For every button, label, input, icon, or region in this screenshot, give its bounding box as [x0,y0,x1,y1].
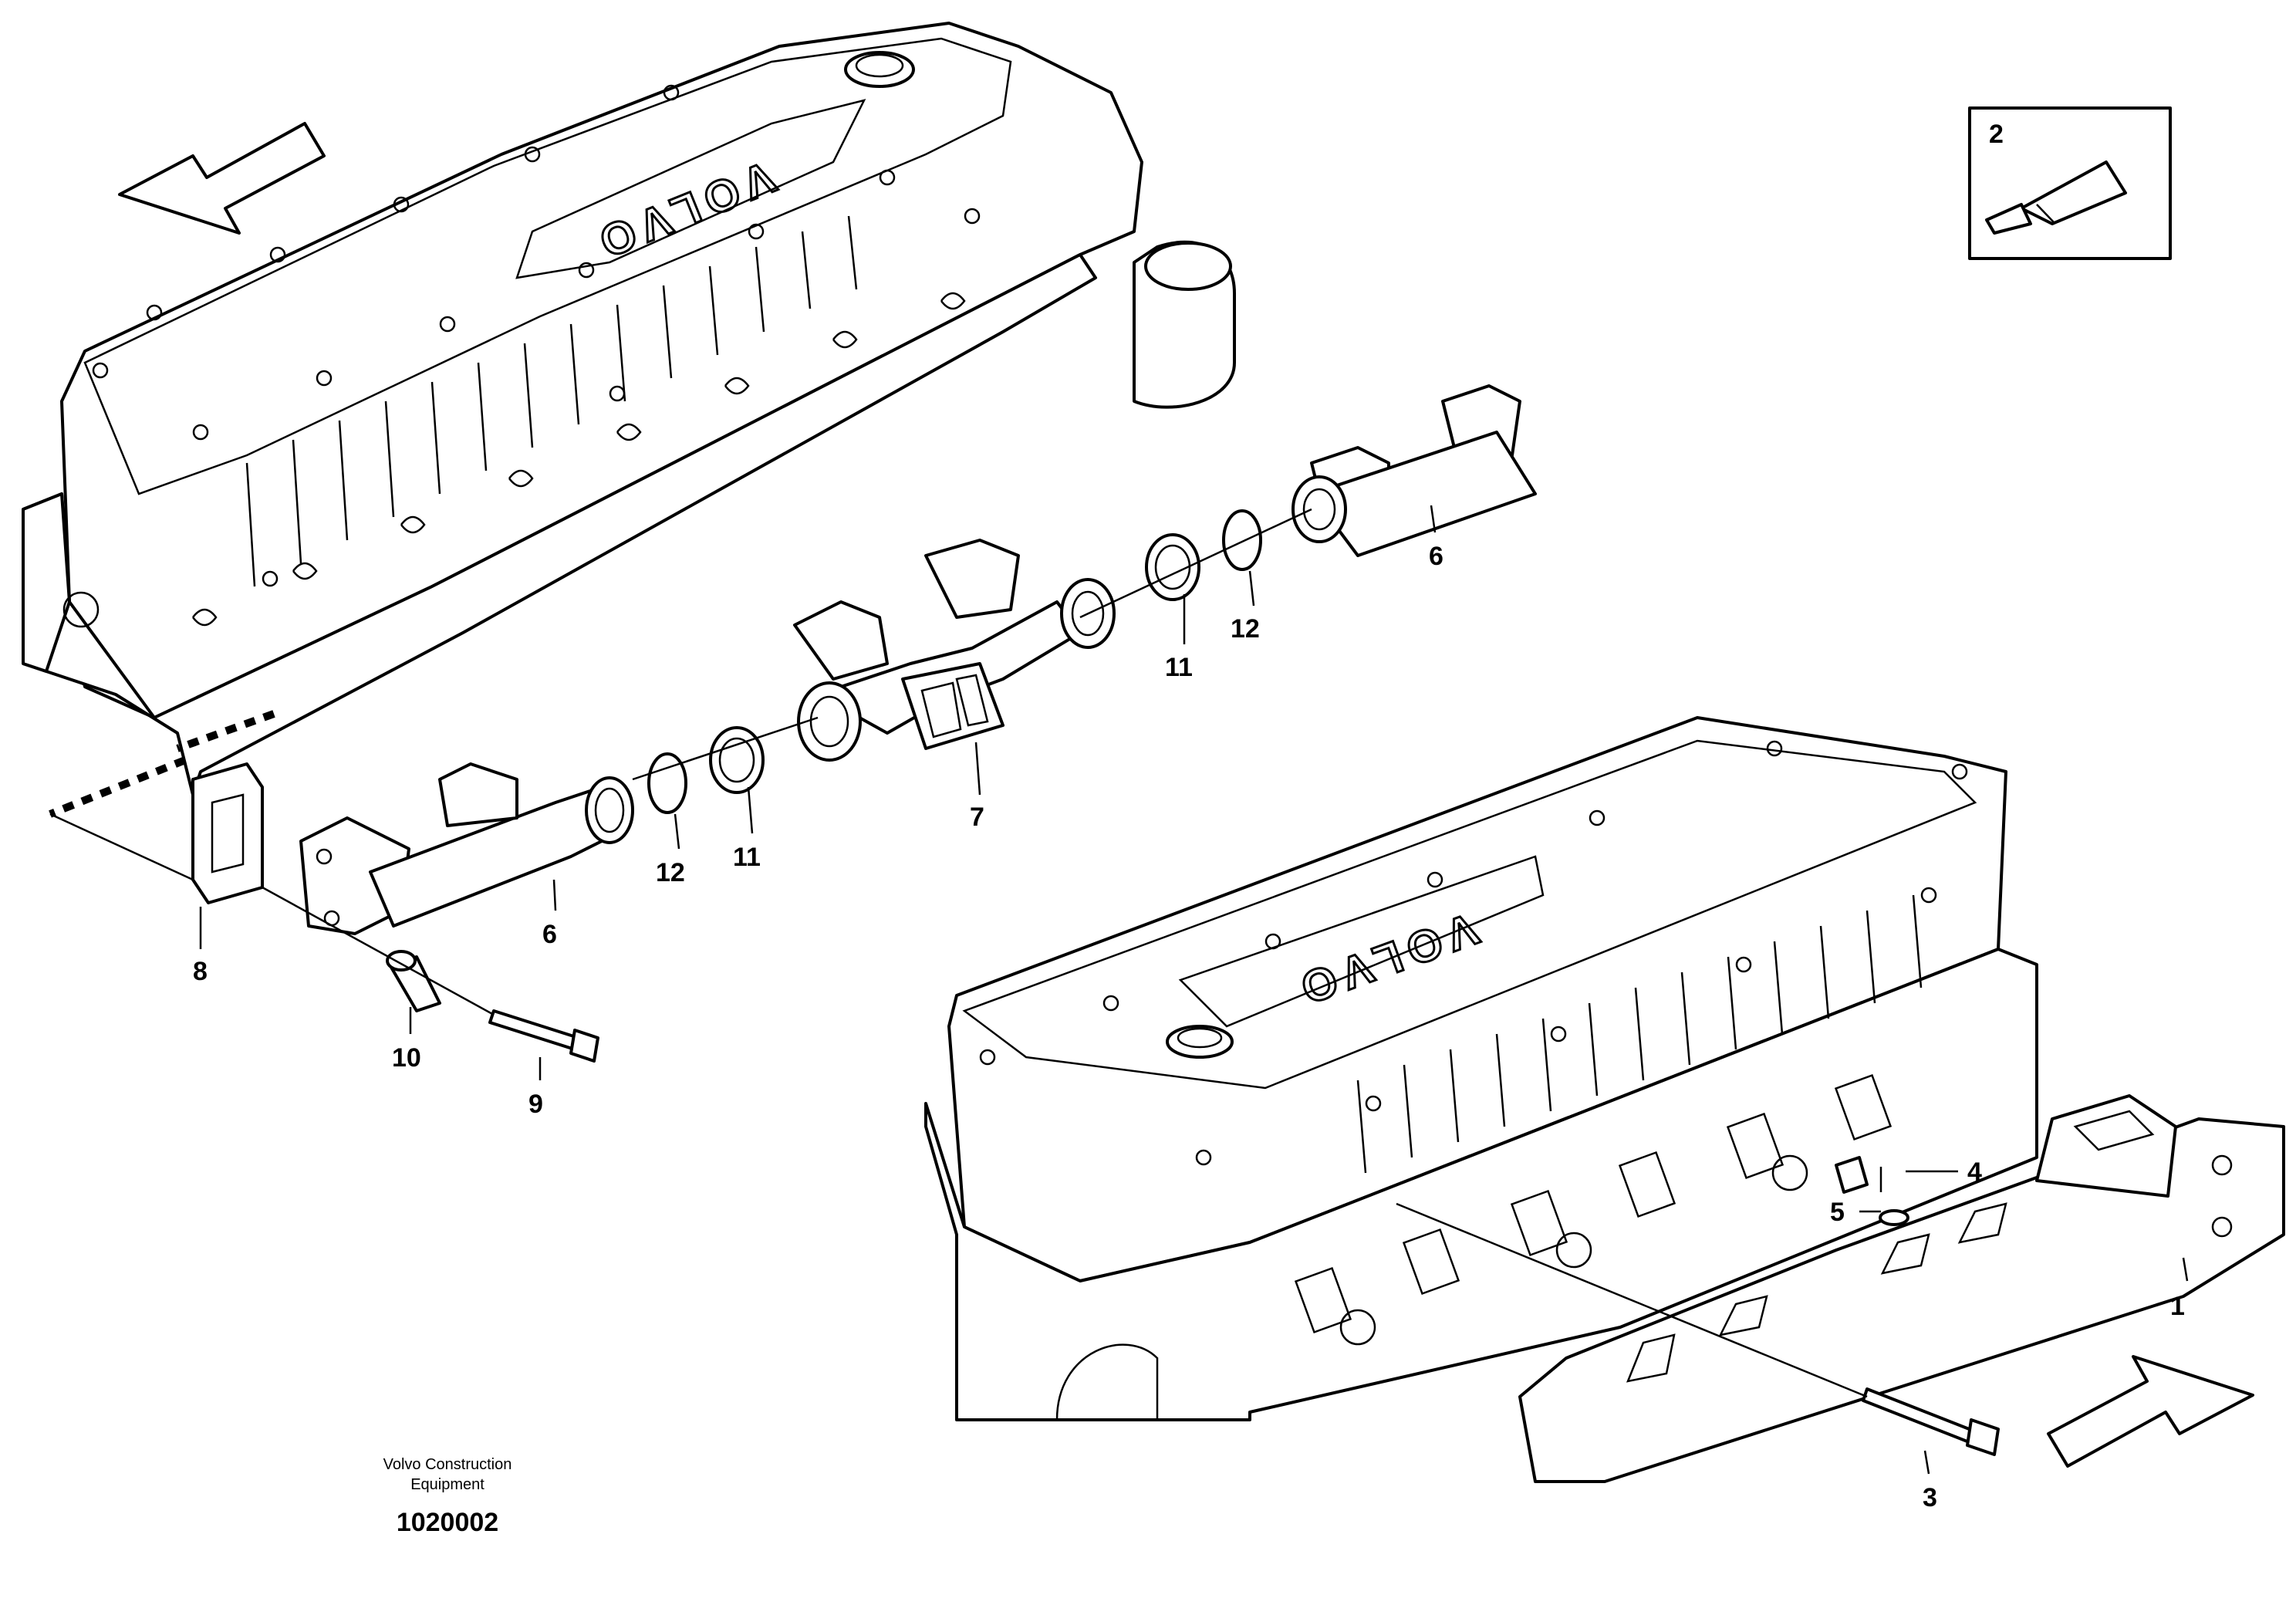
callout-3: 3 [1923,1483,1937,1512]
callout-8: 8 [193,957,208,986]
callout-9: 9 [528,1090,543,1119]
dashed-axis-upper [176,710,275,752]
seal-ring-left [647,752,687,814]
sleeve-right [1145,533,1200,601]
callout-11-right: 11 [1165,653,1193,682]
bolt-left [488,1009,599,1063]
sealant-tube-icon [1985,161,2127,235]
exhaust-pipe-middle [793,539,1116,762]
footer-company-line1: Volvo Construction [383,1456,512,1473]
direction-arrow-icon [2047,1355,2254,1468]
sleeve-left [709,726,765,794]
bolt-right [1862,1387,2000,1456]
exhaust-pipe-right [1292,384,1537,557]
plug [1835,1156,1869,1194]
callout-5: 5 [1830,1198,1845,1227]
callout-7: 7 [970,803,984,832]
exhaust-manifold [1518,1094,2285,1483]
callout-1: 1 [2170,1292,2185,1321]
sealant-tube-inset [1968,106,2172,260]
callout-2: 2 [1989,120,2004,149]
footer-company-line2: Equipment [410,1476,485,1493]
callout-6-right: 6 [1429,542,1443,571]
direction-arrow-icon [118,122,326,235]
exhaust-pipe-left [299,762,634,935]
upper-engine-head: VOLVO [22,22,1236,796]
callout-12-left: 12 [656,858,685,887]
seal-ring-right [1222,509,1262,571]
callout-12-right: 12 [1231,614,1260,644]
dashed-axis-lower [49,756,187,818]
callout-10: 10 [392,1043,421,1073]
footer-diagram-code: 1020002 [397,1508,498,1537]
spacer-sleeve [386,950,441,1012]
gasket [191,762,264,904]
washer [1879,1209,1909,1226]
assembly-lines [49,508,1868,1398]
callout-4: 4 [1967,1157,1982,1187]
callout-11-left: 11 [733,843,761,872]
lower-engine-head: VOLVO [924,716,2038,1421]
callout-leaders [199,505,2189,1475]
callout-6-left: 6 [542,920,557,949]
